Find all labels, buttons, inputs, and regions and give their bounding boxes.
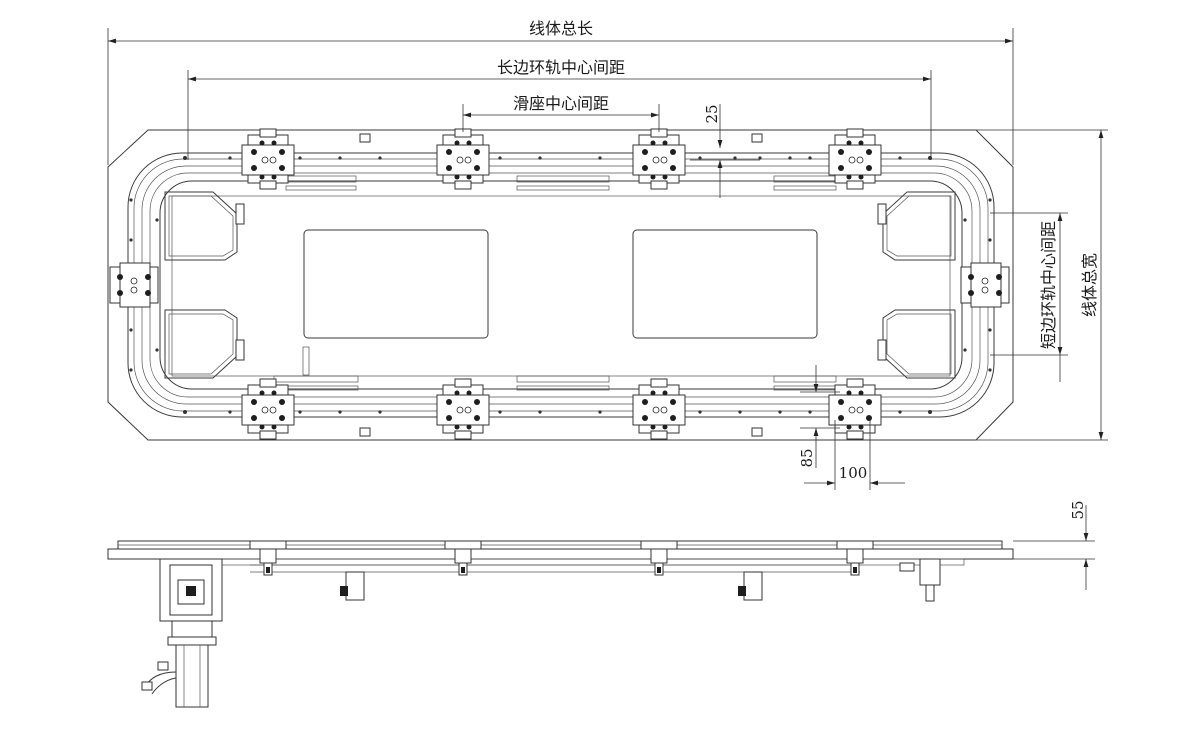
slider-top-1 xyxy=(241,128,295,190)
slider-bottom-4 xyxy=(828,378,882,440)
slider-top-3 xyxy=(632,128,686,190)
label-total-length: 线体总长 xyxy=(529,19,593,38)
label-85: 85 xyxy=(798,448,816,467)
dimension-100: 100 xyxy=(804,420,905,490)
motor-assembly xyxy=(141,558,223,708)
label-short-side-center: 短边环轨中心间距 xyxy=(1039,221,1058,349)
top-view xyxy=(107,128,1014,441)
label-slider-center: 滑座中心间距 xyxy=(513,94,609,113)
slider-bottom-2 xyxy=(436,378,490,440)
side-view xyxy=(107,540,1014,708)
motor-body xyxy=(175,644,209,708)
cable-slots xyxy=(273,175,837,391)
corner-pad-bottom-left xyxy=(164,309,238,379)
corner-pad-top-right xyxy=(882,191,956,261)
dimension-long-side-center: 长边环轨中心间距 xyxy=(187,58,932,160)
dimension-total-width: 线体总宽 xyxy=(976,129,1108,441)
center-window-left xyxy=(303,229,489,339)
corner-pad-top-left xyxy=(164,191,238,261)
center-window-right xyxy=(632,229,818,339)
label-long-side-center: 长边环轨中心间距 xyxy=(497,58,625,77)
slider-bottom-1 xyxy=(241,378,295,440)
slider-top-4 xyxy=(828,128,882,190)
dimension-short-side-center: 短边环轨中心间距 xyxy=(990,212,1068,382)
side-sensor-brackets xyxy=(340,558,941,602)
track-bolts xyxy=(129,156,992,414)
base-plate-outline xyxy=(107,129,1014,441)
corner-brackets xyxy=(235,133,887,437)
slider-top-2 xyxy=(436,128,490,190)
slider-right-end xyxy=(960,262,1010,308)
dimension-total-length: 线体总长 xyxy=(107,19,1014,165)
corner-pad-bottom-right xyxy=(882,309,956,379)
dimension-25: 25 xyxy=(690,104,760,198)
label-100: 100 xyxy=(839,464,868,482)
dimension-55: 55 xyxy=(1013,500,1095,590)
track-inner xyxy=(159,180,963,390)
dimension-85: 85 xyxy=(798,365,840,468)
slider-left-end xyxy=(109,262,159,308)
label-25: 25 xyxy=(703,104,721,123)
side-base-plate xyxy=(107,548,1014,560)
dimension-slider-center: 滑座中心间距 xyxy=(462,94,660,132)
label-55: 55 xyxy=(1069,500,1087,519)
label-total-width: 线体总宽 xyxy=(1080,253,1099,317)
slider-bottom-3 xyxy=(632,378,686,440)
track-outer xyxy=(127,152,995,418)
